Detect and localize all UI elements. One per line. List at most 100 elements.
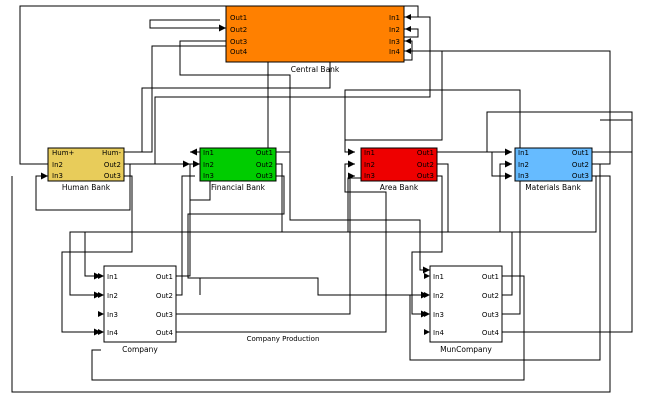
company-in1: In1 (107, 273, 118, 281)
company-label: Company (122, 345, 158, 354)
arrow-central-in3 (405, 38, 411, 44)
arrow-central-in4 (405, 48, 411, 54)
materials-in1: In1 (518, 149, 529, 157)
signal-lines (11, 5, 633, 393)
financial-out2: Out2 (256, 161, 273, 169)
area-in1: In1 (364, 149, 375, 157)
muncompany-out2: Out2 (482, 292, 499, 300)
financial-out1: Out1 (256, 149, 273, 157)
company-in2: In2 (107, 292, 118, 300)
wire-mun-out2 (499, 160, 513, 296)
human-in1: Hum+ (52, 149, 75, 157)
central-in2: In2 (389, 26, 400, 34)
central-out2: Out2 (230, 26, 247, 34)
wire-central-in4 (404, 50, 611, 165)
wire-company-out2 (176, 175, 195, 296)
wire-human-out3 (61, 175, 133, 336)
area-bank-label: Area Bank (380, 183, 419, 192)
company-out2: Out2 (156, 292, 173, 300)
human-out2: Out2 (104, 161, 121, 169)
wire-central-in3 (179, 40, 291, 200)
central-in3: In3 (389, 38, 400, 46)
arrow-mun-in1 (424, 273, 430, 279)
wire-mat-out1 (486, 111, 633, 156)
area-out3: Out3 (417, 172, 434, 180)
human-out1: Hum- (102, 149, 122, 157)
human-in3: In3 (52, 172, 63, 180)
financial-in3: In3 (203, 172, 214, 180)
block-financial-bank[interactable]: In1 In2 In3 Out1 Out2 Out3 Financial Ban… (199, 147, 277, 192)
financial-in2: In2 (203, 161, 214, 169)
area-out1: Out1 (417, 149, 434, 157)
wire-human-out1 (124, 45, 226, 153)
wire-company-out3 (176, 172, 355, 315)
human-in2: In2 (52, 161, 63, 169)
arrow-company-in1 (98, 273, 104, 279)
company-out3: Out3 (156, 311, 173, 319)
central-out1: Out1 (230, 14, 247, 22)
block-human-bank[interactable]: Hum+ In2 In3 Hum- Out2 Out3 Human Bank (47, 147, 125, 192)
arrow-company-in4 (98, 329, 104, 335)
company-in4: In4 (107, 329, 119, 337)
arrow-central-in1 (405, 14, 411, 20)
company-production-label: Company Production (247, 335, 320, 343)
wire-mun-out4 (502, 119, 633, 333)
financial-in1: In1 (203, 149, 214, 157)
financial-out3: Out3 (256, 172, 273, 180)
materials-out2: Out2 (572, 161, 589, 169)
muncompany-in4: In4 (433, 329, 445, 337)
muncompany-out3: Out3 (482, 311, 499, 319)
human-bank-label: Human Bank (62, 183, 111, 192)
materials-in3: In3 (518, 172, 529, 180)
arrow-company-in3 (98, 311, 104, 317)
wire-area-out3 (411, 175, 443, 318)
arrow-mun-in2 (424, 292, 430, 298)
wire-company-out1 (176, 172, 211, 277)
financial-bank-label: Financial Bank (211, 183, 266, 192)
company-out4: Out4 (156, 329, 174, 337)
arrow-mun-in4 (424, 329, 430, 335)
muncompany-label: MunCompany (440, 345, 492, 354)
area-in3: In3 (364, 172, 375, 180)
central-out3: Out3 (230, 38, 247, 46)
central-out4: Out4 (230, 48, 248, 56)
muncompany-out4: Out4 (482, 329, 500, 337)
central-bank-label: Central Bank (291, 65, 340, 74)
central-in1: In1 (389, 14, 400, 22)
area-in2: In2 (364, 161, 375, 169)
wire-fin-out3 (187, 175, 285, 279)
company-in3: In3 (107, 311, 118, 319)
wire-bottom-loop-3 (347, 177, 370, 232)
muncompany-in3: In3 (433, 311, 444, 319)
input-port-arrows (98, 14, 430, 335)
materials-out3: Out3 (572, 172, 589, 180)
muncompany-out1: Out1 (482, 273, 499, 281)
arrow-central-in2 (405, 26, 411, 32)
wire-area-out1 (437, 151, 512, 180)
company-out1: Out1 (156, 273, 173, 281)
wire-central-out4 (344, 50, 443, 156)
human-out3: Out3 (104, 172, 121, 180)
wire-bottom-loop-2 (199, 277, 428, 296)
wire-bottom-loop-1 (11, 175, 611, 393)
wire-fin-out1 (276, 151, 430, 274)
muncompany-in1: In1 (433, 273, 444, 281)
block-central-bank[interactable]: Out1 Out2 Out3 Out4 In1 In2 In3 In4 Cent… (225, 5, 405, 74)
wire-mun-out3 (344, 89, 521, 315)
arrow-mun-in3 (424, 311, 430, 317)
materials-bank-label: Materials Bank (525, 183, 581, 192)
arrow-company-in2 (98, 292, 104, 298)
block-materials-bank[interactable]: In1 In2 In3 Out1 Out2 Out3 Materials Ban… (514, 147, 593, 192)
block-muncompany[interactable]: In1 In2 In3 In4 Out1 Out2 Out3 Out4 MunC… (429, 265, 503, 354)
muncompany-in2: In2 (433, 292, 444, 300)
wire-central-in1 (140, 16, 431, 165)
block-company[interactable]: In1 In2 In3 In4 Out1 Out2 Out3 Out4 Comp… (103, 265, 177, 354)
materials-in2: In2 (518, 161, 529, 169)
wire-company-out4 (176, 160, 387, 333)
wire-central-in2 (149, 19, 226, 32)
block-area-bank[interactable]: In1 In2 In3 Out1 Out2 Out3 Area Bank (360, 147, 438, 192)
area-out2: Out2 (417, 161, 434, 169)
central-in4: In4 (389, 48, 401, 56)
wire-human-out2 (35, 163, 131, 211)
